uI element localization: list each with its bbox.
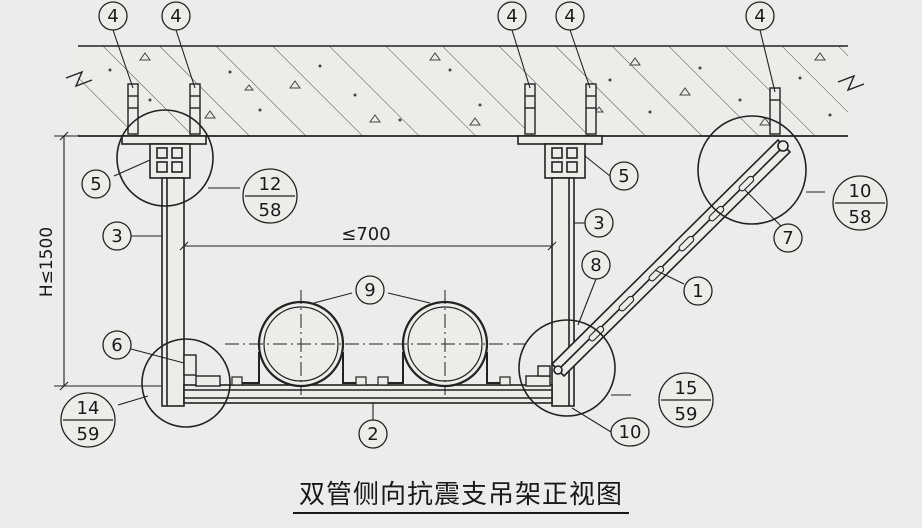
callout-3-right-label: 3 [593,213,604,234]
callout-3-right [584,208,614,238]
callout-9-label: 9 [364,280,375,301]
concrete-slab [65,45,865,137]
detail-ref-15-59-num: 15 [675,378,698,399]
detail-ref-14-59-num: 14 [77,398,100,419]
callout-4-e-label: 4 [754,6,765,27]
callout-4-c [497,1,527,31]
bottom-connectors [183,354,551,387]
callout-7 [773,223,803,253]
detail-ref-15-59-sheet: 59 [675,404,698,425]
callout-4-c-label: 4 [506,6,517,27]
anchor-bolts [127,83,781,135]
callout-8-label: 8 [590,255,601,276]
detail-ref-10-58-sheet: 58 [849,207,872,228]
callout-4-b-label: 4 [170,6,181,27]
callout-3-left-label: 3 [111,226,122,247]
callout-1 [683,276,713,306]
callout-4-e [745,1,775,31]
height-dimension: H≤1500 [37,227,57,297]
callout-4-a-label: 4 [107,6,118,27]
left-top-connector [121,135,207,179]
leader-lines [112,29,825,433]
callout-6 [102,330,132,360]
callout-1-label: 1 [692,281,703,302]
drawing-title: 双管侧向抗震支吊架正视图 [0,474,922,514]
callout-2 [358,419,388,449]
callout-5-right [609,161,639,191]
detail-circles [116,109,807,428]
callout-6-label: 6 [111,335,122,356]
callout-5-left [81,169,111,199]
detail-ref-12-58-num: 12 [259,174,282,195]
detail-ref-10-58-num: 10 [849,181,872,202]
callout-4-d [555,1,585,31]
callout-9 [355,275,385,305]
callout-2-label: 2 [367,424,378,445]
callout-4-d-label: 4 [564,6,575,27]
centre-lines [225,290,525,395]
callout-10 [610,417,650,447]
detail-ref-12-58-sheet: 58 [259,200,282,221]
callouts [81,1,803,449]
callout-7-label: 7 [782,228,793,249]
diagonal-brace [550,138,792,378]
callout-5-right-label: 5 [618,166,629,187]
callout-8 [581,250,611,280]
right-top-connector [517,135,603,179]
horizontal-channel [183,384,553,404]
callout-4-b [161,1,191,31]
width-dimension: ≤700 [341,224,390,245]
detail-ref-14-59-sheet: 59 [77,424,100,445]
callout-10-label: 10 [619,422,642,443]
callout-4-a [98,1,128,31]
callout-5-left-label: 5 [90,174,101,195]
dimension-lines [54,131,557,391]
callout-3-left [102,221,132,251]
detail-reference-bubbles [60,168,888,448]
drawing-title-text: 双管侧向抗震支吊架正视图 [292,480,629,514]
